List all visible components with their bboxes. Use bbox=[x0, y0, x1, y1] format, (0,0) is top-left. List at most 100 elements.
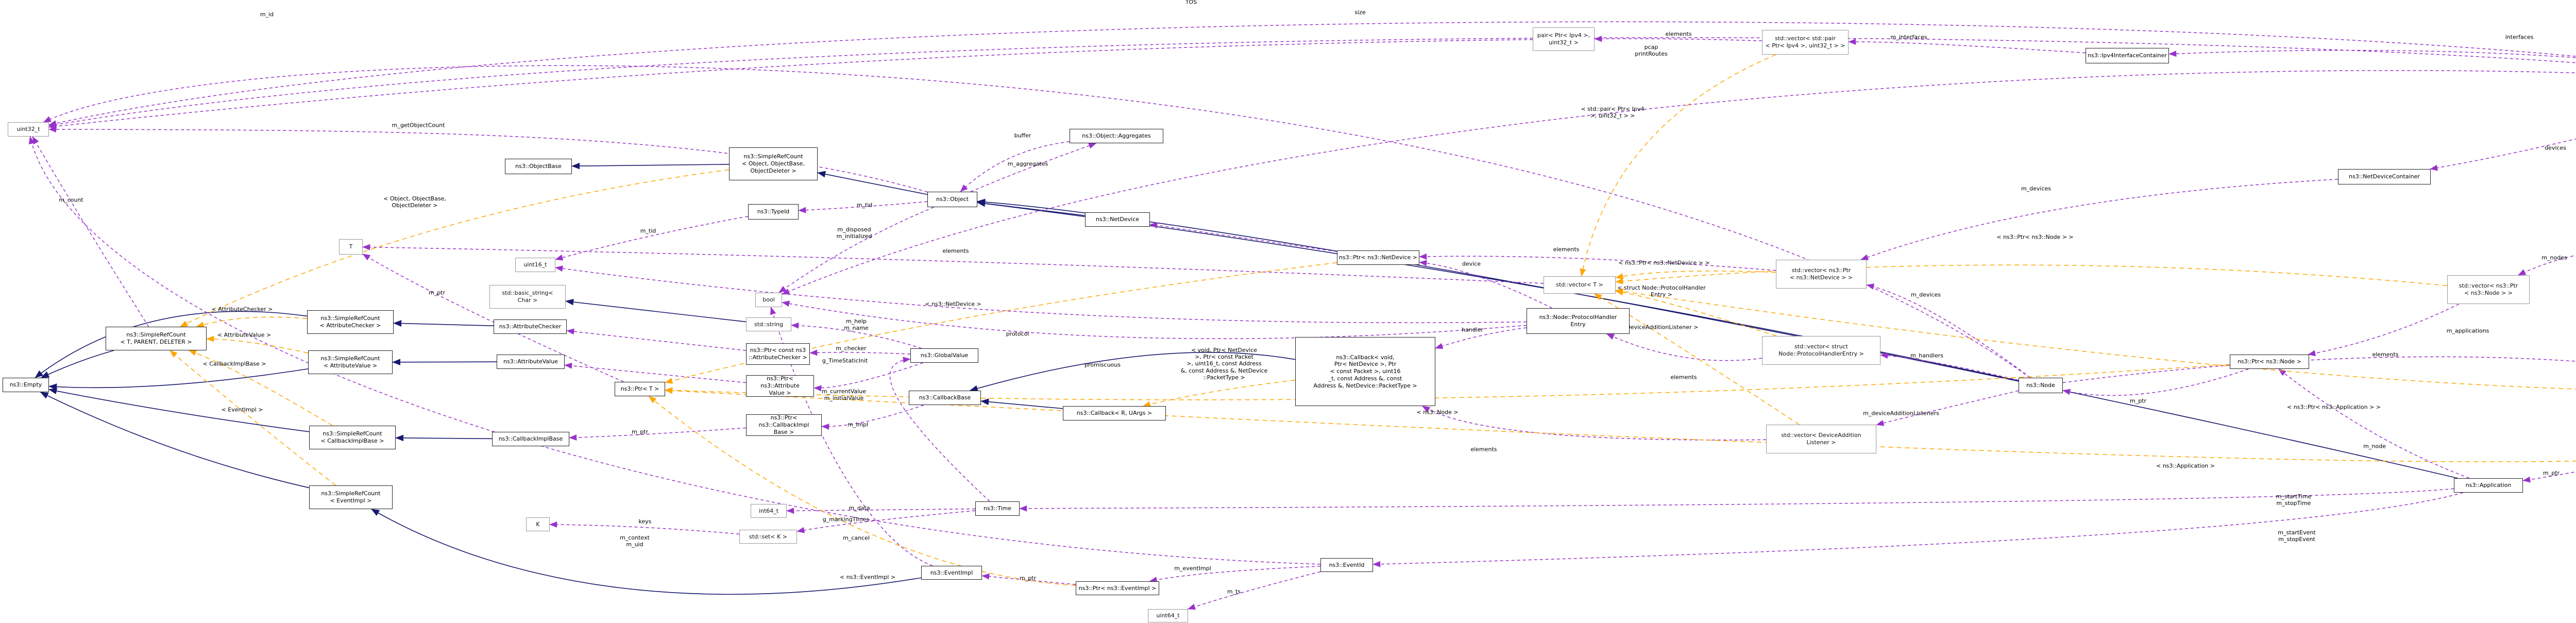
edge-ei-srcEI bbox=[371, 509, 922, 595]
class-box-srcCIB[interactable]: ns3::SimpleRefCount < CallbackImplBase > bbox=[309, 426, 396, 449]
edge-label-ptrND-ptrT: < ns3::NetDevice > bbox=[925, 300, 981, 308]
class-box-node[interactable]: ns3::Node bbox=[2019, 378, 2063, 393]
class-box-label: int64_t bbox=[758, 507, 779, 514]
class-box-srcAV[interactable]: ns3::SimpleRefCount < AttributeValue > bbox=[308, 350, 393, 374]
class-box-nd[interactable]: ns3::NetDevice bbox=[1085, 212, 1150, 227]
class-box-label: ns3::Ptr< ns3::CallbackImpl Base > bbox=[758, 414, 809, 435]
edge-label-srcCIB-srcTPD: < CallbackImplBase > bbox=[202, 360, 266, 367]
class-box-cib[interactable]: ns3::CallbackImplBase bbox=[492, 432, 569, 446]
edge-srcOOO-ob bbox=[571, 162, 730, 170]
edge-label-srcOOO-srcTPD: < Object, ObjectBase, ObjectDeleter > bbox=[383, 195, 446, 209]
class-box-empty[interactable]: ns3::Empty bbox=[3, 378, 49, 392]
class-box-srcEI[interactable]: ns3::SimpleRefCount < EventImpl > bbox=[309, 485, 393, 509]
edge-vecPair-pairIpv4 bbox=[1594, 36, 1762, 42]
class-box-label: ns3::Node::ProtocolHandler Entry bbox=[1539, 314, 1617, 328]
edge-label-app-time: m_startTime m_stopTime bbox=[2276, 493, 2312, 507]
class-box-label: pair< Ptr< Ipv4 >, uint32_t > bbox=[1537, 32, 1590, 46]
edge-label-vecPair-vecT: < std::pair< Ptr< Ipv4 >, uint32_t > > bbox=[1581, 105, 1645, 119]
class-box-ptrT[interactable]: ns3::Ptr< T > bbox=[615, 382, 665, 396]
class-box-ptrCAC[interactable]: ns3::Ptr< const ns3 ::AttributeChecker > bbox=[746, 343, 810, 365]
class-box-pairIpv4: pair< Ptr< Ipv4 >, uint32_t > bbox=[1533, 27, 1595, 51]
class-box-bstring: std::basic_string< Char > bbox=[489, 285, 566, 309]
edge-setK-K bbox=[549, 521, 740, 535]
edge-label-ei-bool: m_cancel bbox=[843, 534, 870, 542]
class-box-label: uint64_t bbox=[1156, 612, 1180, 619]
class-box-agg[interactable]: ns3::Object::Aggregates bbox=[1070, 129, 1163, 143]
edge-vecPair-vecT bbox=[1580, 54, 1776, 277]
edge-srcAV-srcTPD bbox=[206, 335, 309, 353]
class-box-ptrEI[interactable]: ns3::Ptr< ns3::EventImpl > bbox=[1076, 581, 1159, 595]
class-box-ac[interactable]: ns3::AttributeChecker bbox=[494, 319, 567, 334]
edge-label-cbbase-ptrCIB: m_impl bbox=[847, 421, 869, 428]
edge-app-obj bbox=[977, 198, 2458, 479]
edge-ptrCAC-ac bbox=[566, 328, 747, 351]
class-box-srcTPD[interactable]: ns3::SimpleRefCount < T, PARENT, DELETER… bbox=[106, 327, 207, 350]
class-box-label: uint16_t bbox=[523, 261, 547, 268]
edge-label-ptrApp-ptrT: < ns3::Application > bbox=[2156, 462, 2215, 469]
edge-label-vecND-ptrND: elements bbox=[1553, 246, 1580, 253]
class-box-obj[interactable]: ns3::Object bbox=[927, 192, 977, 207]
class-box-label: std::set< K > bbox=[749, 533, 787, 540]
edge-label-phe-bool: promiscuous bbox=[1084, 361, 1121, 368]
class-box-cbBig[interactable]: ns3::Callback< void, Ptr< NetDevice >, P… bbox=[1295, 337, 1435, 406]
class-box-phe[interactable]: ns3::Node::ProtocolHandler Entry bbox=[1527, 308, 1630, 334]
class-box-vecT: std::vector< T > bbox=[1544, 276, 1616, 294]
edge-label-obj-typeid: m_tid bbox=[856, 201, 873, 209]
class-box-cbRU[interactable]: ns3::Callback< R, UArgs > bbox=[1063, 406, 1166, 420]
class-box-label: ns3::SimpleRefCount < AttributeValue > bbox=[320, 355, 380, 369]
edge-vecND-vecT bbox=[1615, 271, 1776, 279]
class-box-label: ns3::TypeId bbox=[757, 208, 790, 215]
edge-time-setK bbox=[796, 510, 976, 533]
edge-app-ptrNode bbox=[2278, 368, 2470, 479]
class-box-label: std::basic_string< Char > bbox=[502, 290, 553, 304]
edge-label-node-uint32: m_id bbox=[260, 11, 274, 18]
edge-ptrAV-av bbox=[564, 362, 747, 383]
class-box-ndc[interactable]: ns3::NetDeviceContainer bbox=[2338, 169, 2431, 184]
class-box-ptrCIB[interactable]: ns3::Ptr< ns3::CallbackImpl Base > bbox=[746, 414, 822, 436]
edge-label-eid-uint64: m_ts bbox=[1227, 588, 1241, 595]
class-box-cbbase[interactable]: ns3::CallbackBase bbox=[909, 391, 981, 405]
class-box-label: ns3::Node bbox=[2026, 382, 2055, 389]
class-box-vecDAL: std::vector< DeviceAddition Listener > bbox=[1766, 425, 1876, 453]
edge-ipv4ic-vecPair bbox=[1848, 39, 2086, 54]
class-box-ei[interactable]: ns3::EventImpl bbox=[921, 566, 982, 580]
edge-label-aodv-uint32: size bbox=[1354, 9, 1366, 16]
edge-label-time-setK: g_markingTimes bbox=[822, 516, 870, 523]
edge-obj-srcOOO bbox=[817, 171, 928, 195]
class-box-ptrNode[interactable]: ns3::Ptr< ns3::Node > bbox=[2230, 355, 2309, 369]
class-box-ptrAV[interactable]: ns3::Ptr< ns3::Attribute Value > bbox=[746, 375, 814, 397]
edge-label-cbBig-cbRU: < void, Ptr< NetDevice >, Ptr< const Pac… bbox=[1180, 347, 1268, 381]
class-box-label: ns3::Ptr< ns3::Node > bbox=[2238, 358, 2301, 365]
edge-label-nodec-vecNode: m_nodes bbox=[2541, 254, 2567, 261]
class-box-app[interactable]: ns3::Application bbox=[2454, 478, 2523, 493]
class-box-av[interactable]: ns3::AttributeValue bbox=[497, 355, 565, 369]
edge-ptrNode-ptrT bbox=[665, 364, 2230, 400]
edge-vecNode-vecT bbox=[1615, 264, 2448, 287]
edge-srcCIB-srcTPD bbox=[188, 350, 333, 426]
class-box-ob[interactable]: ns3::ObjectBase bbox=[505, 159, 572, 174]
edge-vecDAL-vecT bbox=[1594, 293, 1800, 425]
class-box-gv[interactable]: ns3::GlobalValue bbox=[910, 348, 978, 363]
class-box-eid[interactable]: ns3::EventId bbox=[1320, 558, 1373, 572]
edge-cbBig-cbRU bbox=[1142, 379, 1296, 408]
edge-label-ptrCIB-cib: m_ptr bbox=[631, 428, 649, 435]
edge-label-srcEI-srcTPD: < EventImpl > bbox=[221, 406, 263, 413]
class-box-srcAC[interactable]: ns3::SimpleRefCount < AttributeChecker > bbox=[307, 310, 394, 334]
edge-cbBig-cbbase bbox=[969, 352, 1296, 392]
class-box-label: std::vector< DeviceAddition Listener > bbox=[1781, 432, 1861, 446]
edge-phe-uint16 bbox=[555, 265, 1527, 324]
class-box-ipv4ic[interactable]: ns3::Ipv4InterfaceContainer bbox=[2086, 48, 2169, 63]
class-box-typeid[interactable]: ns3::TypeId bbox=[748, 204, 799, 220]
edge-ptrND-ptrT bbox=[665, 262, 1337, 384]
class-box-ptrND[interactable]: ns3::Ptr< ns3::NetDevice > bbox=[1337, 250, 1419, 265]
class-box-srcOOO[interactable]: ns3::SimpleRefCount < Object, ObjectBase… bbox=[729, 147, 818, 180]
edge-sstring-bstring bbox=[565, 298, 747, 323]
class-box-vecND: std::vector< ns3::Ptr < ns3::NetDevice >… bbox=[1776, 260, 1867, 289]
class-box-label: ns3::Object::Aggregates bbox=[1082, 132, 1151, 140]
edge-label-ptrT-T: m_ptr bbox=[428, 289, 446, 296]
class-box-label: ns3::Ptr< const ns3 ::AttributeChecker > bbox=[749, 347, 807, 361]
edge-typeid-uint16 bbox=[555, 216, 749, 261]
class-box-time[interactable]: ns3::Time bbox=[975, 501, 1020, 516]
edge-label-ptrNode-node: m_ptr bbox=[2129, 397, 2147, 405]
class-box-vecPair: std::vector< std::pair < Ptr< Ipv4 >, ui… bbox=[1762, 30, 1849, 55]
